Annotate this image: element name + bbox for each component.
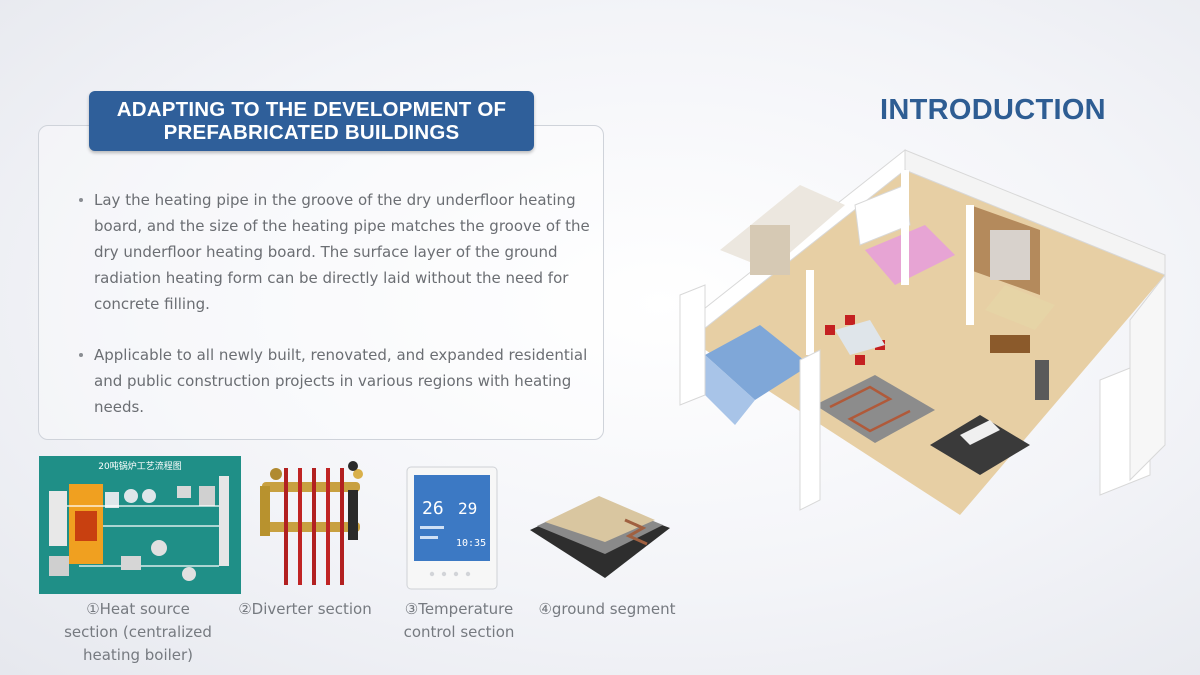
ground-segment-image	[530, 496, 670, 578]
boiler-diagram-title: 20吨锅炉工艺流程图	[98, 460, 181, 472]
section-header: ADAPTING TO THE DEVELOPMENT OF PREFABRIC…	[89, 91, 534, 151]
house-floorplan-image	[679, 148, 1166, 515]
caption-heat-source: ①Heat source section (centralized heatin…	[64, 600, 212, 664]
thermostat-temp-right: 29	[458, 499, 477, 518]
bullet-item: Applicable to all newly built, renovated…	[78, 342, 593, 420]
thermostat-temp-left: 26	[422, 498, 444, 519]
bullet-list: Lay the heating pipe in the groove of th…	[78, 187, 593, 420]
boiler-diagram-image: 20吨锅炉工艺流程图	[39, 456, 241, 594]
caption-ground: ④ground segment	[538, 600, 676, 618]
thermostat-image: 26 29 10:35	[406, 466, 498, 590]
caption-temperature: ③Temperature control section	[403, 600, 515, 641]
thermostat-time: 10:35	[456, 538, 486, 549]
section-header-line-1: ADAPTING TO THE DEVELOPMENT OF	[116, 98, 507, 121]
content-panel	[38, 125, 604, 440]
caption-diverter: ②Diverter section	[238, 600, 372, 618]
section-header-line-2: PREFABRICATED BUILDINGS	[163, 121, 460, 144]
diverter-manifold-image	[260, 461, 363, 585]
page-title: INTRODUCTION	[880, 94, 1106, 126]
bullet-item: Lay the heating pipe in the groove of th…	[78, 187, 593, 317]
